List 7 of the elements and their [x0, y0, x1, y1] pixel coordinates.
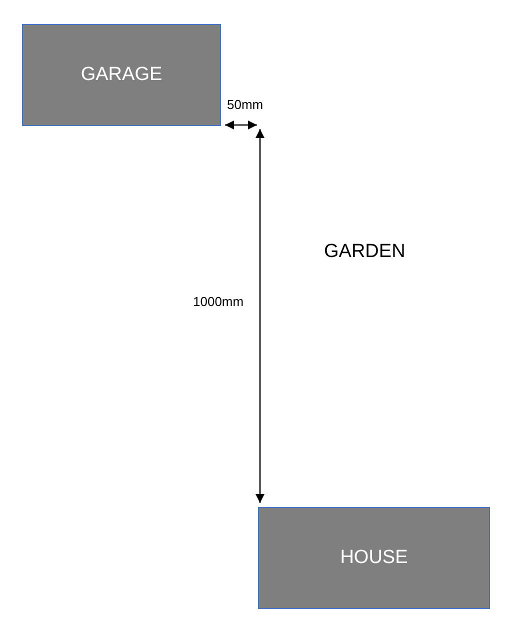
dimension-label: 1000mm	[193, 294, 244, 309]
dimension-label: 50mm	[227, 97, 264, 112]
building-box	[22, 24, 221, 126]
building-label: HOUSE	[340, 547, 408, 569]
building-box	[258, 507, 490, 609]
area-label: GARDEN	[324, 241, 406, 263]
building-label: GARAGE	[80, 64, 162, 86]
